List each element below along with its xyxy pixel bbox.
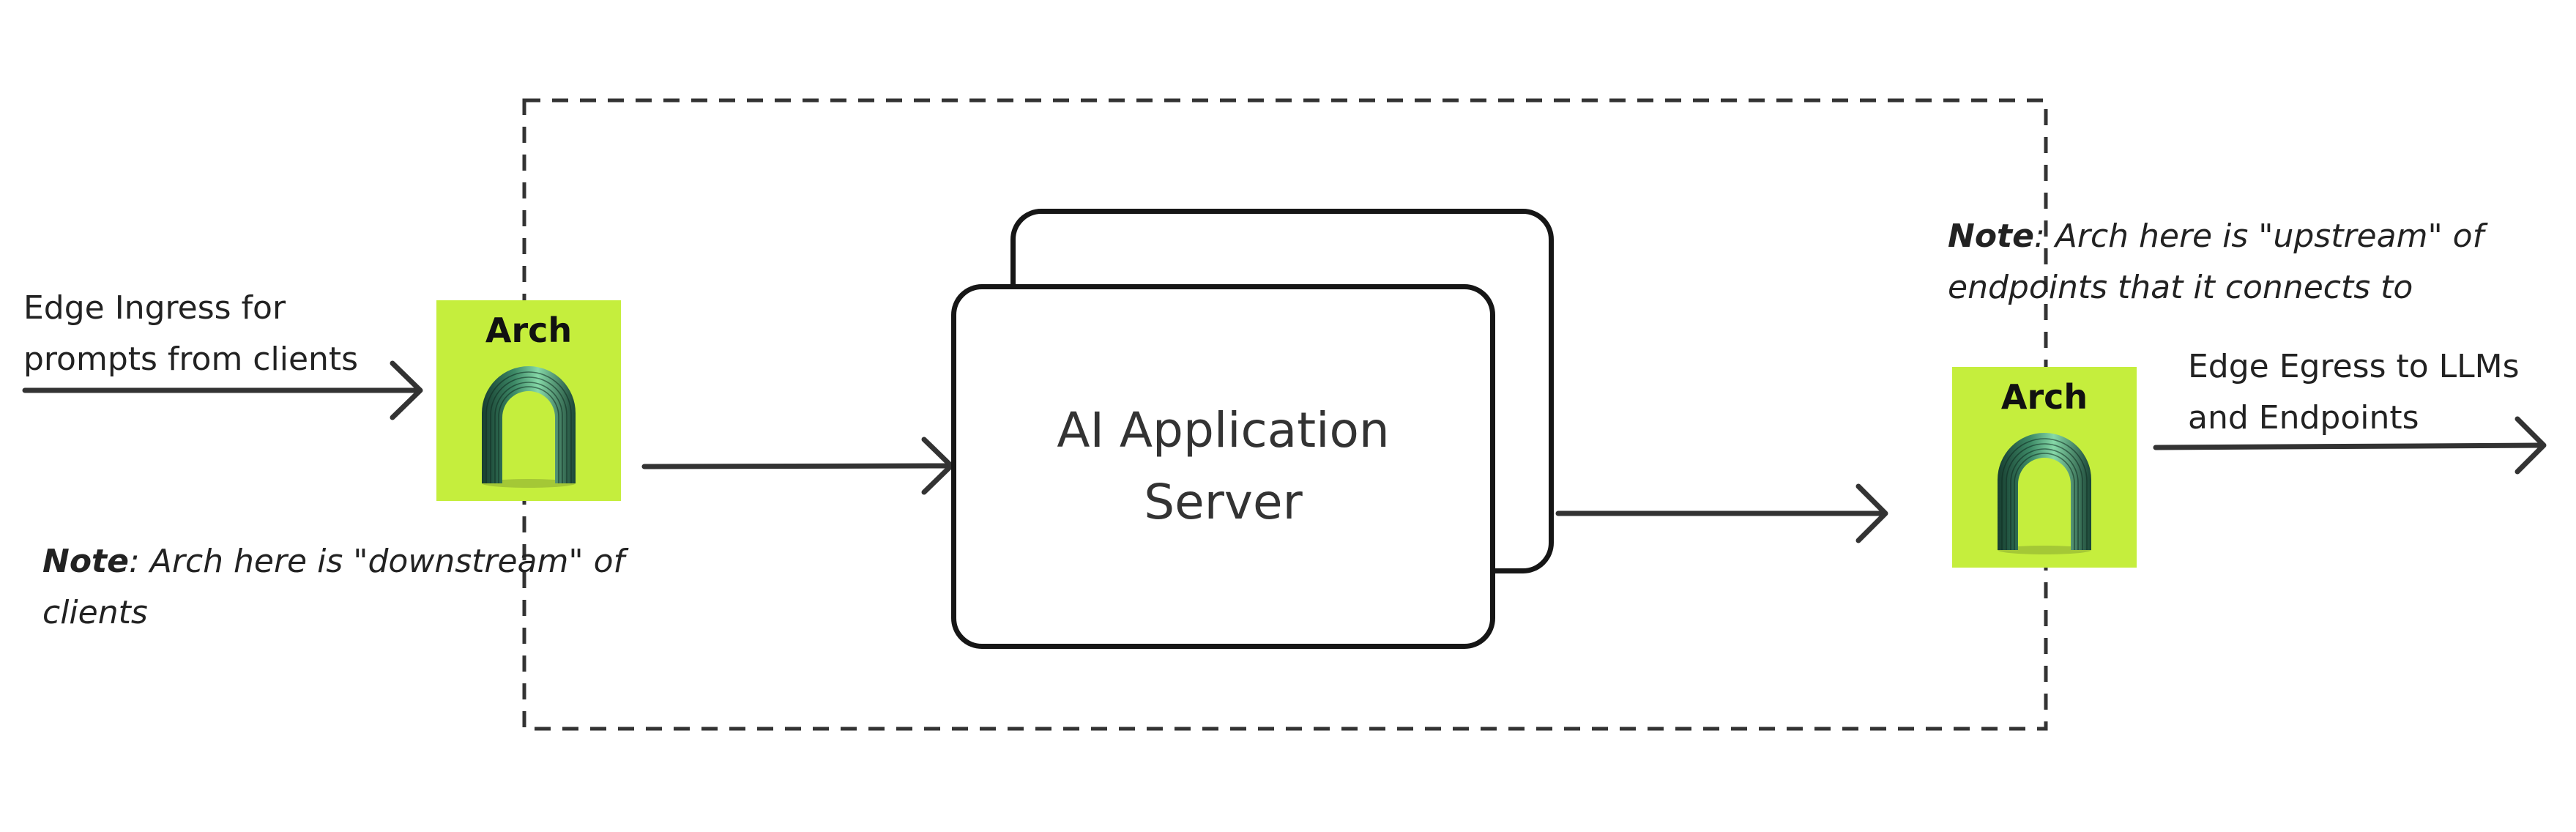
egress-label-line1: Edge Egress to LLMs xyxy=(2188,348,2520,385)
note-upstream-text: : Arch here is "upstream" of xyxy=(2033,218,2484,255)
server-card-front: AI Application Server xyxy=(951,284,1495,649)
note-downstream-keyword: Note xyxy=(42,543,129,580)
server-label: AI Application Server xyxy=(956,289,1490,644)
arch-icon xyxy=(1998,433,2091,554)
note-upstream-keyword: Note xyxy=(1948,218,2034,255)
server-label-line1: AI Application xyxy=(1057,402,1390,458)
ingress-label-line2: prompts from clients xyxy=(23,341,359,378)
ingress-label-line1: Edge Ingress for xyxy=(23,289,286,327)
egress-label-line2: and Endpoints xyxy=(2188,399,2419,437)
note-upstream-line1: Note: Arch here is "upstream" of xyxy=(1948,211,2484,262)
note-downstream-text: : Arch here is "downstream" of xyxy=(128,543,625,580)
arch-box-left: Arch xyxy=(436,300,621,501)
arch-box-right: Arch xyxy=(1952,367,2137,568)
arch-to-server-arrow xyxy=(641,437,954,495)
egress-label: Edge Egress to LLMs and Endpoints xyxy=(2188,341,2520,444)
note-upstream-line2: endpoints that it connects to xyxy=(1948,269,2413,306)
note-upstream: Note: Arch here is "upstream" of endpoin… xyxy=(1948,211,2484,313)
note-downstream-line1: Note: Arch here is "downstream" of xyxy=(42,536,625,587)
note-downstream-line2: clients xyxy=(42,594,148,631)
arch-title-left: Arch xyxy=(485,311,573,350)
egress-arrow xyxy=(2153,416,2547,475)
arch-title-right: Arch xyxy=(2000,377,2088,417)
server-to-arch-arrow xyxy=(1555,483,1888,543)
ingress-label: Edge Ingress for prompts from clients xyxy=(23,283,358,385)
arch-icon xyxy=(482,366,576,488)
ingress-arrow xyxy=(22,360,423,420)
note-downstream: Note: Arch here is "downstream" of clien… xyxy=(42,536,625,639)
server-label-line2: Server xyxy=(1144,474,1303,530)
